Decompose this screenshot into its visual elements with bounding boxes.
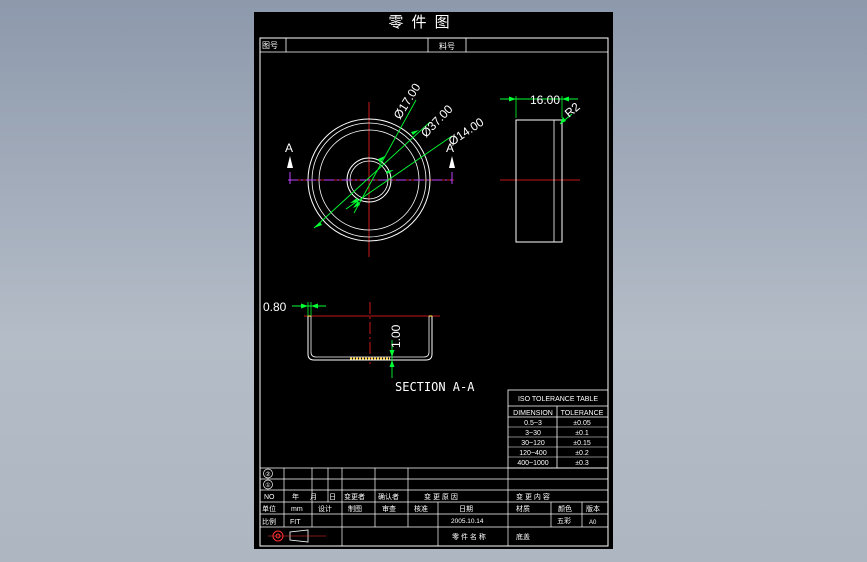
tolerance-table-title: ISO TOLERANCE TABLE	[518, 396, 598, 403]
tb-design: 设计	[318, 504, 332, 513]
tb-change-doc: 变 更 原 因	[424, 492, 458, 501]
tolerance-rows: 0.5~3 ±0.05 3~30 ±0.1 30~120 ±0.15 120~4…	[517, 420, 591, 467]
drawing-title: 零 件 图	[388, 14, 451, 31]
tb-approve: 审查	[382, 504, 396, 513]
tolerance-row-tolerance: ±0.3	[575, 460, 589, 467]
dim-16-arrow-right	[562, 96, 569, 102]
tolerance-row-tolerance: ±0.05	[573, 420, 591, 427]
dim-arrow-2	[378, 156, 385, 163]
dim-100-text: 1.00	[389, 324, 403, 348]
tb-date-value: 2005.10.14	[451, 518, 484, 525]
projection-symbol	[268, 529, 326, 543]
tb-unit-label: 单位	[262, 504, 276, 513]
section-outer-profile	[307, 316, 433, 361]
tb-change-content: 变 更 内 容	[516, 492, 550, 501]
tolerance-row-tolerance: ±0.1	[575, 430, 589, 437]
tb-part-name-value: 底盖	[516, 532, 530, 541]
tb-verify: 核准	[414, 504, 428, 513]
tb-scale-value: FIT	[290, 519, 301, 526]
sheet-background	[254, 12, 613, 549]
drawing-sheet: 零 件 图 图号 料号 A A	[254, 12, 613, 549]
tb-color-value: 五彩	[557, 516, 571, 525]
section-arrow-right	[449, 156, 455, 168]
tb-confirmer: 确认者	[378, 492, 399, 501]
dim-080-arrow-left	[301, 303, 308, 309]
tb-no: NO	[264, 494, 275, 501]
tolerance-header-dimension: DIMENSION	[513, 410, 553, 417]
dim-16-text: 16.00	[530, 93, 560, 107]
dim-080-arrow-right	[311, 303, 318, 309]
dim-r2-arrow	[560, 117, 566, 124]
rev1-label: ①	[265, 482, 270, 489]
dim-arrow-3	[314, 222, 322, 228]
section-view[interactable]: 0.80 1.00 SECTION A-A	[263, 300, 475, 394]
tolerance-row-dimension: 400~1000	[517, 460, 548, 467]
dim-arrow-4	[411, 130, 419, 135]
header-row	[260, 38, 608, 53]
tb-color: 颜色	[558, 504, 572, 513]
tolerance-row-tolerance: ±0.2	[575, 450, 589, 457]
tolerance-row-dimension: 30~120	[521, 440, 545, 447]
rev2-label: ②	[265, 471, 270, 478]
tolerance-header-tolerance: TOLERANCE	[561, 410, 604, 417]
dim-arrow-1	[353, 201, 360, 208]
section-label: SECTION A-A	[395, 380, 475, 394]
tb-drawing: 制图	[348, 504, 362, 513]
dim-arrow-5	[350, 198, 358, 203]
tb-version-value: A0	[589, 520, 597, 526]
tolerance-row-dimension: 0.5~3	[524, 420, 542, 427]
tb-day: 日	[329, 493, 336, 501]
material-label: 料号	[439, 41, 455, 51]
tolerance-table	[507, 389, 609, 469]
dim-16-arrow-left	[509, 96, 516, 102]
tb-year: 年	[292, 492, 299, 501]
tb-scale-label: 比例	[262, 517, 276, 526]
dim-d17-leader	[353, 99, 417, 214]
rev2-circle	[263, 468, 273, 479]
section-arrow-left	[287, 156, 293, 168]
tb-unit-value: mm	[291, 506, 303, 513]
side-view-body	[515, 119, 563, 243]
dim-100-arrow-bottom	[389, 360, 395, 367]
section-mark-left: A	[285, 141, 293, 155]
section-inner-profile	[310, 316, 430, 358]
title-block	[260, 467, 608, 546]
tb-date-label: 日期	[459, 505, 473, 513]
dim-arrow-6	[386, 170, 394, 174]
rev1-circle	[263, 479, 273, 490]
dim-080-text: 0.80	[263, 300, 287, 314]
tb-changer: 变更者	[344, 492, 365, 501]
drawing-no-label: 图号	[262, 41, 278, 50]
tolerance-row-tolerance: ±0.15	[573, 440, 591, 447]
tb-part-name-label: 零 件 名 称	[452, 532, 486, 541]
section-mark-right: A	[446, 141, 454, 155]
tolerance-row-dimension: 120~400	[519, 450, 547, 457]
dim-d37-leader	[313, 121, 431, 229]
tb-version: 版本	[586, 504, 600, 513]
tb-material: 材质	[516, 504, 530, 513]
dim-100-arrow-top	[389, 350, 395, 357]
drawing-frame	[259, 37, 609, 547]
tb-month: 月	[310, 493, 317, 501]
tolerance-row-dimension: 3~30	[525, 430, 541, 437]
dim-d14-leader	[345, 135, 453, 210]
